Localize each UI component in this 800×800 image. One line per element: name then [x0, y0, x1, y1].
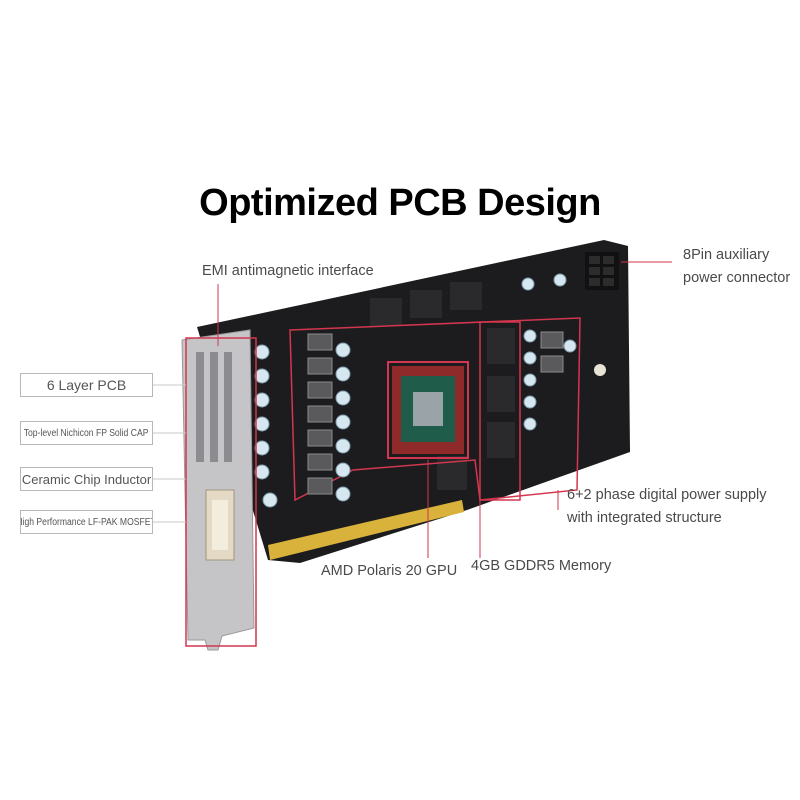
solid-capacitors	[254, 273, 577, 508]
feature-box-mosfet: High Performance LF-PAK MOSFET	[20, 510, 153, 534]
gpu-die	[413, 392, 443, 426]
feature-box-layer-pcb: 6 Layer PCB	[20, 373, 153, 397]
feature-box-label: High Performance LF-PAK MOSFET	[20, 516, 153, 528]
feature-box-label: Top-level Nichicon FP Solid CAP	[24, 427, 149, 439]
chip-inductors	[307, 331, 564, 495]
callout-power-supply-line1: 6+2 phase digital power supply	[567, 487, 767, 503]
feature-connector-lines	[153, 384, 186, 523]
memory-right-highlight	[479, 321, 521, 501]
callout-power-connector-line1: 8Pin auxiliary	[683, 247, 770, 263]
memory-chips-top	[370, 282, 482, 326]
callout-power-connector: 8Pin auxiliary power connector	[683, 244, 790, 290]
callout-emi: EMI antimagnetic interface	[202, 263, 374, 279]
feature-box-solid-cap: Top-level Nichicon FP Solid CAP	[20, 421, 153, 445]
emi-highlight-box	[185, 337, 257, 647]
mount-hole	[594, 364, 606, 376]
feature-box-label: Ceramic Chip Inductor	[21, 471, 152, 487]
vrm-highlight-box	[289, 317, 581, 502]
gpu-highlight-box	[387, 361, 469, 459]
callout-gpu: AMD Polaris 20 GPU	[321, 563, 458, 579]
page-title: Optimized PCB Design	[199, 182, 601, 224]
callout-power-supply-line2: with integrated structure	[567, 510, 722, 526]
pcie-gold-fingers	[268, 500, 464, 560]
memory-chips-right	[437, 328, 515, 490]
bracket-vents	[196, 352, 232, 462]
feature-box-chip-inductor: Ceramic Chip Inductor	[20, 467, 153, 491]
callout-memory: 4GB GDDR5 Memory	[471, 558, 612, 574]
callout-power-supply: 6+2 phase digital power supply with inte…	[567, 484, 767, 530]
callout-power-connector-line2: power connector	[683, 270, 791, 286]
feature-box-label: 6 Layer PCB	[46, 377, 127, 393]
